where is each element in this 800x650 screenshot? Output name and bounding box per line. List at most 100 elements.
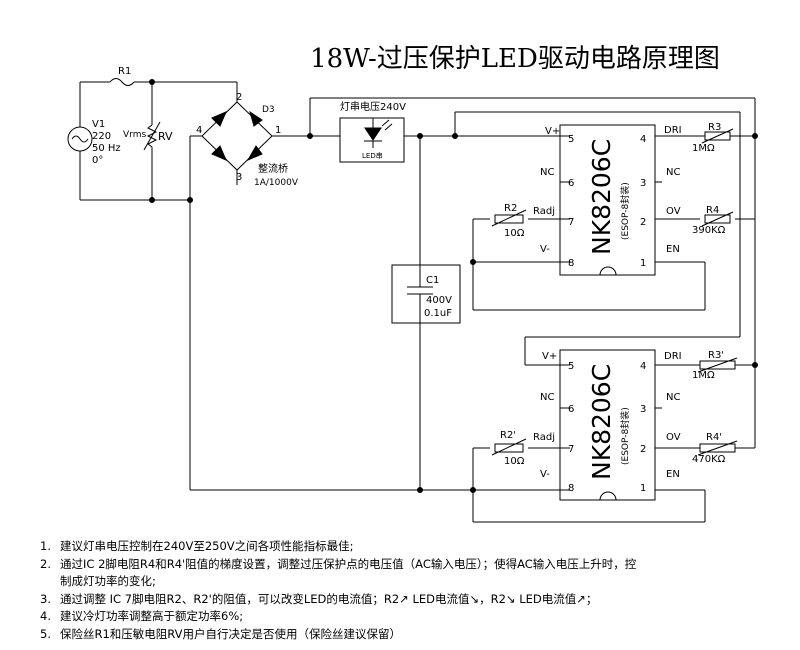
resistor-r4	[701, 211, 734, 227]
ic1-chip	[559, 124, 662, 276]
ic2-pin1-num: 1	[640, 483, 646, 494]
note-text: 建议灯串电压控制在240V至250V之间各项性能指标最佳;	[60, 539, 354, 553]
ic2-pin4-name: DRI	[664, 351, 682, 362]
note-continuation: 制成灯功率的变化;	[60, 574, 156, 588]
bridge-pin-1: 1	[275, 125, 281, 136]
page-title: 18W-过压保护LED驱动电路原理图	[310, 44, 720, 74]
source-phase: 0°	[92, 155, 103, 166]
r4-value: 390KΩ	[692, 225, 726, 236]
led-name: LED串	[362, 152, 383, 160]
ic2-pin7-name: Radj	[533, 432, 555, 443]
note-text: 建议冷灯功率调整高于额定功率6%;	[60, 609, 244, 623]
ic1-pin1-name: EN	[666, 244, 680, 255]
ic2-pin4-num: 4	[640, 361, 646, 372]
ic1-pin7-num: 7	[568, 217, 574, 228]
ic2-pin6-num: 6	[568, 404, 574, 415]
r4-ref: R4	[706, 205, 719, 216]
ic1-pin5-num: 5	[568, 134, 574, 145]
r4p-ref: R4'	[706, 432, 722, 443]
ic2-pin3-name: NC	[666, 392, 680, 403]
junction-dot	[752, 362, 758, 368]
resistor-r3	[701, 128, 734, 144]
ic2-pin1-name: EN	[666, 469, 680, 480]
note-item: 4. 建议冷灯功率调整高于额定功率6%;	[40, 608, 780, 626]
note-text: 保险丝R1和压敏电阻RV用户自行决定是否使用（保险丝建议保留）	[60, 626, 402, 641]
source-voltage: 220	[92, 131, 111, 142]
r3p-ref: R3'	[708, 350, 724, 361]
ic1-part-number: NK8206C	[587, 139, 616, 255]
ic2-pin5-num: 5	[568, 361, 574, 372]
schematic: V1 220 50 Hz 0° Vrms R1 RV 2 1 3 4 D3 整流…	[67, 66, 758, 523]
bridge-name: 整流桥	[258, 162, 288, 175]
bridge-rectifier	[189, 81, 310, 490]
note-item: 2. 通过IC 2脚电阻R4和R4'阻值的梯度设置，调整过压保护点的电压值（AC…	[40, 556, 780, 574]
bridge-rating: 1A/1000V	[254, 178, 299, 188]
ic2-pin8-name: V-	[540, 469, 550, 480]
r2-ref: R2	[504, 203, 517, 214]
bridge-pin-4: 4	[196, 125, 202, 136]
ic2-package: (ESOP-8封装)	[619, 407, 631, 465]
note-number: 4.	[40, 609, 51, 623]
capacitor-c1	[391, 264, 461, 324]
r3-ref: R3	[708, 122, 721, 133]
note-item: 5. 保险丝R1和压敏电阻RV用户自行决定是否使用（保险丝建议保留）	[40, 626, 780, 644]
ic1-pin6-name: NC	[540, 167, 554, 178]
ic1-package: (ESOP-8封装)	[619, 182, 631, 240]
ac-source	[67, 81, 190, 201]
fuse-r1	[109, 78, 190, 86]
junction-dot	[752, 133, 758, 139]
junction-dot	[417, 133, 423, 139]
bridge-ref: D3	[262, 105, 275, 115]
junction-dot	[417, 487, 423, 493]
ic2-pin2-name: OV	[666, 432, 681, 443]
junction-dot	[452, 133, 458, 139]
note-number: 1.	[40, 539, 51, 553]
note-number: 2.	[40, 556, 51, 571]
r2-value: 10Ω	[504, 228, 525, 239]
notes-list: 1. 建议灯串电压控制在240V至250V之间各项性能指标最佳; 2. 通过IC…	[40, 538, 780, 643]
ic1-pin3-name: NC	[666, 167, 680, 178]
cap-ref: C1	[426, 275, 439, 286]
note-item: 1. 建议灯串电压控制在240V至250V之间各项性能指标最佳;	[40, 538, 780, 556]
junction-dot	[307, 133, 313, 139]
ic2-pin6-name: NC	[540, 392, 554, 403]
led-voltage-label: 灯串电压240V	[340, 100, 406, 113]
ic2-chip	[559, 349, 662, 501]
varistor-label: RV	[158, 130, 173, 143]
r2p-ref: R2'	[500, 430, 516, 441]
ic2-part-number: NK8206C	[587, 364, 616, 480]
resistor-r2-prime	[491, 438, 527, 456]
resistor-r3-prime	[697, 357, 738, 373]
note-number: 5.	[40, 626, 51, 641]
cap-value: 0.1uF	[424, 308, 452, 319]
ic2-pin2-num: 2	[640, 444, 646, 455]
vrms-label: Vrms	[123, 130, 146, 140]
source-frequency: 50 Hz	[92, 143, 121, 154]
ic2-pin3-num: 3	[640, 404, 646, 415]
ic1-pin1-num: 1	[640, 258, 646, 269]
resistor-r2	[491, 209, 527, 227]
source-ref: V1	[92, 119, 105, 130]
junction-dot	[470, 487, 476, 493]
ic2-pin7-num: 7	[568, 444, 574, 455]
junction-dot	[149, 197, 155, 203]
ic2-pin5-name: V+	[542, 351, 557, 362]
led-string	[339, 117, 405, 163]
ic1-pin2-num: 2	[640, 217, 646, 228]
r3p-value: 1MΩ	[692, 370, 715, 381]
ic1-pin7-name: Radj	[533, 206, 555, 217]
fuse-label: R1	[118, 66, 131, 77]
ic1-pin8-name: V-	[540, 244, 550, 255]
ic1-pin6-num: 6	[568, 178, 574, 189]
resistor-r4-prime	[697, 440, 738, 456]
ic1-pin4-name: DRI	[664, 125, 682, 136]
ic2-pin8-num: 8	[568, 483, 574, 494]
ic1-pin4-num: 4	[640, 134, 646, 145]
bridge-pin-2: 2	[236, 92, 242, 103]
junction-dot	[187, 197, 193, 203]
note-number: 3.	[40, 591, 51, 606]
note-item: 3. 通过调整 IC 7脚电阻R2、R2'的阻值，可以改变LED的电流值；R2↗…	[40, 591, 780, 609]
bridge-pin-3: 3	[236, 172, 242, 183]
junction-dot	[149, 79, 155, 85]
wiring	[190, 97, 756, 523]
